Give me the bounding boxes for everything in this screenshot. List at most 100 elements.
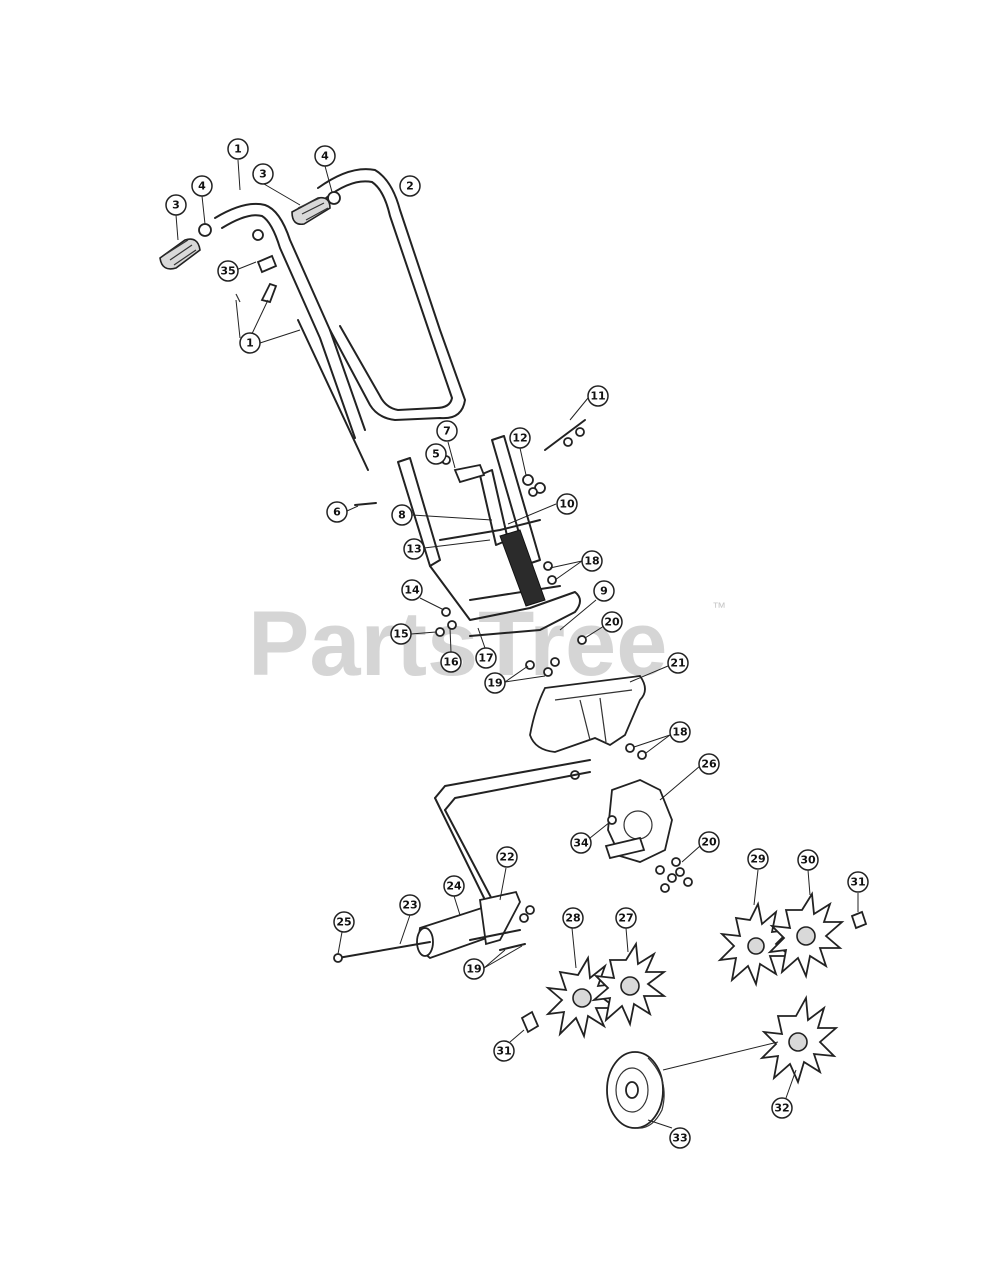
left-grip [159,238,201,270]
svg-text:15: 15 [393,628,408,641]
tine-30 [767,891,845,979]
callout-1b[interactable]: 1 [235,299,301,354]
callout-18b[interactable]: 18 [633,721,691,754]
callout-23[interactable]: 23 [399,894,421,945]
svg-text:18: 18 [672,726,687,739]
svg-text:35: 35 [220,265,235,278]
callout-28[interactable]: 28 [562,907,584,969]
upper-handle [214,168,466,439]
callout-25[interactable]: 25 [333,911,355,955]
right-grip [291,196,331,226]
callout-20b[interactable]: 20 [681,831,720,863]
svg-text:21: 21 [670,657,685,670]
callout-7[interactable]: 7 [436,420,458,469]
svg-text:34: 34 [573,837,589,850]
callout-21[interactable]: 21 [629,652,689,683]
callout-15[interactable]: 15 [390,623,437,645]
tine-shield [529,675,647,780]
middle-hardware [354,419,587,677]
svg-text:32: 32 [774,1102,789,1115]
svg-text:6: 6 [333,506,341,519]
callout-12[interactable]: 12 [509,427,531,476]
callout-22[interactable]: 22 [496,846,518,901]
svg-text:23: 23 [402,899,417,912]
callout-35[interactable]: 35 [217,260,257,282]
svg-text:16: 16 [443,656,459,669]
svg-text:31: 31 [496,1045,511,1058]
svg-text:7: 7 [443,425,451,438]
svg-text:27: 27 [618,912,633,925]
svg-text:4: 4 [321,150,329,163]
svg-text:3: 3 [259,168,267,181]
svg-text:12: 12 [512,432,527,445]
gear-housing [604,779,693,893]
svg-text:1: 1 [246,337,254,350]
callout-10[interactable]: 10 [507,493,578,525]
svg-text:11: 11 [590,390,605,403]
callout-31b[interactable]: 31 [493,1029,525,1062]
tine-27 [591,941,667,1027]
callout-16[interactable]: 16 [440,627,462,673]
svg-text:19: 19 [487,677,502,690]
callout-3b[interactable]: 3 [252,163,301,206]
callout-32[interactable]: 32 [771,1069,797,1119]
clip-right [850,910,868,930]
callout-19b[interactable]: 19 [463,945,523,980]
lower-bar [434,759,591,906]
tine-29 [717,901,793,987]
callout-24[interactable]: 24 [443,875,465,916]
svg-text:17: 17 [478,652,493,665]
svg-text:18: 18 [584,555,599,568]
callout-34[interactable]: 34 [570,821,611,854]
svg-text:13: 13 [406,543,421,556]
svg-text:4: 4 [198,180,206,193]
callout-11[interactable]: 11 [569,385,609,421]
callout-13[interactable]: 13 [403,538,491,560]
callout-33[interactable]: 33 [647,1119,691,1149]
svg-text:30: 30 [800,854,816,867]
callout-14[interactable]: 14 [401,579,445,611]
control-lever [235,229,369,471]
tine-32 [759,995,839,1085]
callout-20a[interactable]: 20 [584,611,623,639]
svg-text:3: 3 [172,199,180,212]
svg-text:20: 20 [604,616,620,629]
callout-4a[interactable]: 4 [191,175,213,225]
axle-assembly [333,890,535,963]
callout-30[interactable]: 30 [797,849,819,896]
callout-17[interactable]: 17 [475,627,497,669]
callout-6[interactable]: 6 [326,501,359,523]
svg-text:33: 33 [672,1132,687,1145]
middle-frame [397,435,581,637]
callout-26a[interactable]: 26 [659,753,720,801]
callout-5[interactable]: 5 [425,443,447,465]
callout-18a[interactable]: 18 [549,550,603,581]
callout-2[interactable]: 2 [399,175,421,197]
svg-text:22: 22 [499,851,514,864]
clip-left [520,1010,540,1034]
svg-text:2: 2 [406,180,414,193]
svg-text:26: 26 [701,758,717,771]
svg-text:29: 29 [750,853,765,866]
svg-text:25: 25 [336,916,351,929]
watermark-brand: PartsTree [248,593,667,695]
watermark-trademark: ™ [712,599,726,615]
svg-text:10: 10 [559,498,575,511]
callout-9[interactable]: 9 [559,580,615,631]
callout-1a[interactable]: 1 [227,138,249,191]
callout-8[interactable]: 8 [391,504,493,526]
callout-29[interactable]: 29 [747,848,769,906]
callout-3a[interactable]: 3 [165,194,187,241]
svg-text:8: 8 [398,509,406,522]
right-cap [327,191,341,205]
svg-text:9: 9 [600,585,608,598]
callout-4b[interactable]: 4 [314,145,336,193]
callout-19a[interactable]: 19 [484,665,546,694]
svg-text:1: 1 [234,143,242,156]
svg-text:14: 14 [404,584,420,597]
svg-text:28: 28 [565,912,580,925]
wheel [606,1041,779,1129]
callout-27[interactable]: 27 [615,907,637,953]
callout-31a[interactable]: 31 [847,871,869,912]
